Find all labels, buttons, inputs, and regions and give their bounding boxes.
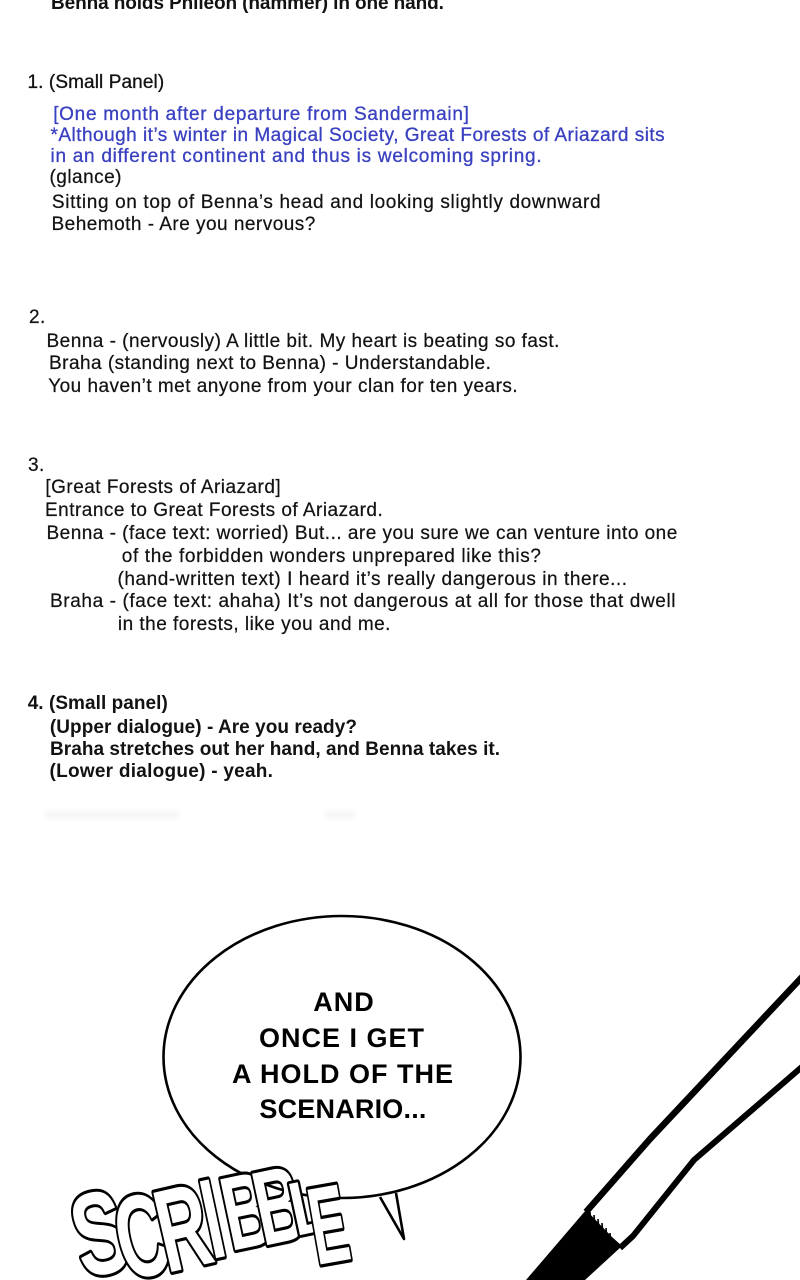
svg-text:A HOLD OF THE: A HOLD OF THE bbox=[232, 1059, 454, 1089]
svg-text:ONCE I GET: ONCE I GET bbox=[259, 1023, 425, 1053]
svg-text:SCENARIO...: SCENARIO... bbox=[259, 1094, 426, 1124]
svg-text:AND: AND bbox=[313, 987, 375, 1017]
